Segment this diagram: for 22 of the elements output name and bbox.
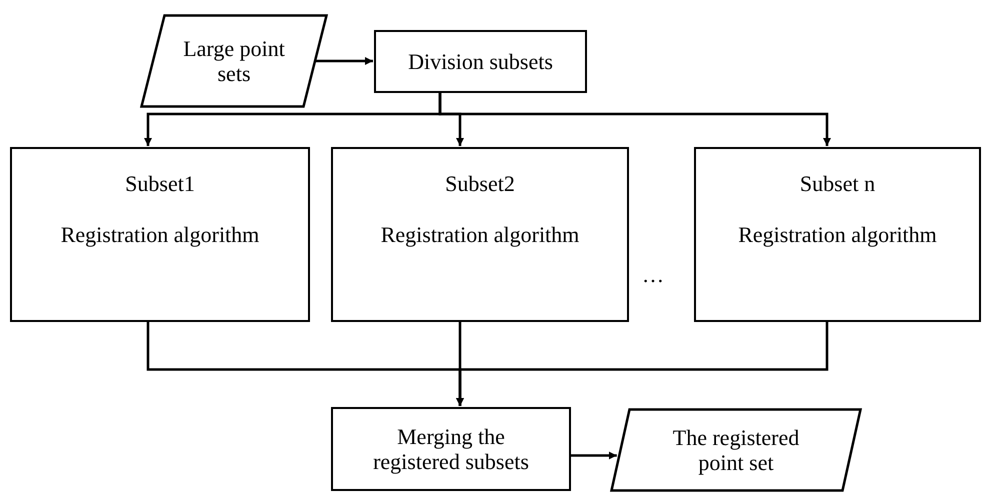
- box-label: Division subsets: [408, 48, 553, 74]
- connector-arrow: [569, 452, 617, 460]
- connector-arrow: [438, 93, 831, 146]
- box-heading: Subset2: [445, 171, 515, 196]
- connector-arrow: [456, 322, 828, 406]
- process-box: [10, 147, 310, 322]
- process-box: [374, 30, 587, 93]
- process-box: [331, 147, 629, 322]
- box-label: Merging the registered subsets: [372, 424, 530, 474]
- connector-arrow: [314, 57, 373, 65]
- box-label: Registration algorithm: [380, 222, 580, 248]
- box-label: Registration algorithm: [60, 222, 260, 248]
- box-label: The registered point set: [672, 424, 800, 476]
- box-heading: Subset1: [125, 171, 195, 196]
- box-label: Registration algorithm: [738, 222, 937, 248]
- data-parallelogram: [610, 408, 862, 492]
- box-heading: Subset n: [800, 171, 876, 196]
- process-box: [331, 407, 571, 491]
- ellipsis-label: …: [642, 262, 664, 288]
- data-parallelogram: [140, 14, 328, 108]
- process-box: [694, 147, 981, 322]
- box-label: Large point sets: [182, 36, 286, 86]
